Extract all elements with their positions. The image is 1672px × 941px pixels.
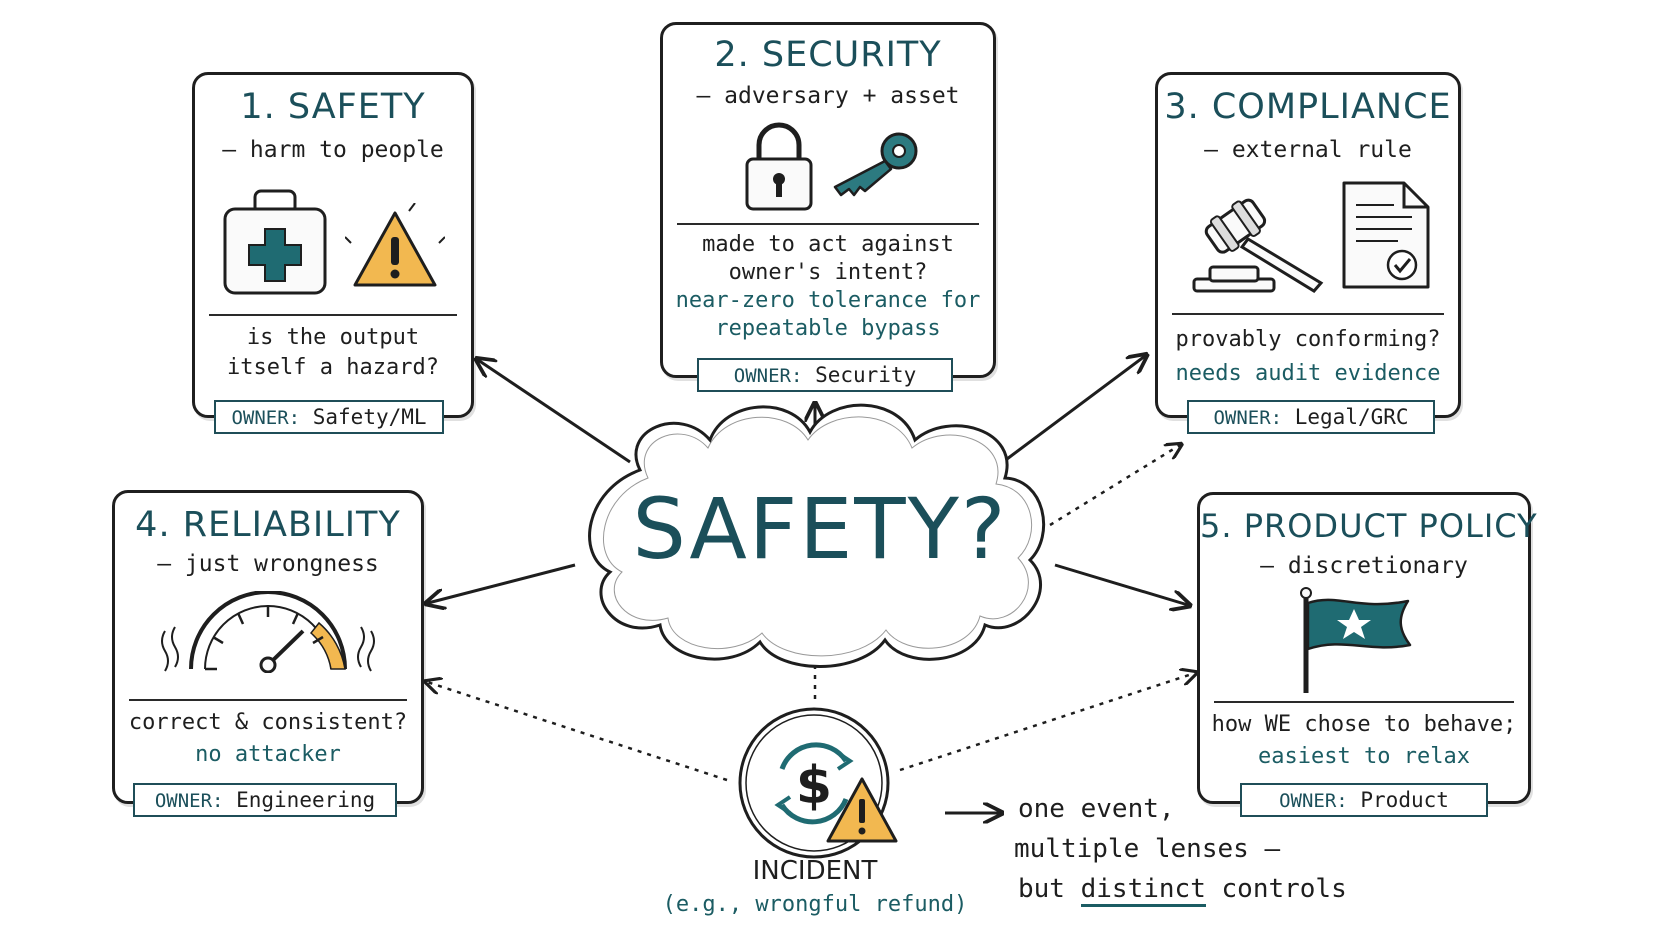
- card-title: 2. SECURITY: [714, 35, 942, 75]
- document-check-icon: [1342, 181, 1430, 289]
- card-divider: [129, 699, 407, 701]
- gavel-icon: [1192, 198, 1324, 293]
- dotted-cloud-compliance: [1049, 445, 1180, 527]
- warning-icon: [345, 203, 445, 287]
- takeaway-line-3: but distinct controls: [1018, 874, 1347, 907]
- card-title: 1. SAFETY: [240, 87, 426, 127]
- warning-icon: [826, 777, 898, 843]
- card-subtitle: — adversary + asset: [696, 83, 960, 109]
- card-product-policy: 5. PRODUCT POLICY — discretionary how WE…: [1197, 492, 1538, 804]
- owner-badge-reliability: OWNER: Engineering: [133, 783, 397, 817]
- arrow-to-product-policy: [1054, 563, 1188, 605]
- card-title: 5. PRODUCT POLICY: [1200, 507, 1538, 545]
- card-subtitle: — discretionary: [1260, 553, 1468, 579]
- first-aid-kit-icon: [223, 189, 327, 295]
- gauge-icon: [161, 591, 375, 673]
- card-question: is the output itself a hazard?: [227, 325, 439, 380]
- card-subtitle: — harm to people: [222, 137, 444, 163]
- card-divider: [1214, 701, 1514, 703]
- incident-example: (e.g., wrongful refund): [662, 892, 968, 917]
- card-question: provably conforming? needs audit evidenc…: [1175, 327, 1441, 386]
- owner-badge-security: OWNER: Security: [697, 358, 953, 392]
- card-divider: [1172, 313, 1444, 315]
- card-divider: [677, 223, 979, 225]
- key-icon: [833, 132, 918, 197]
- card-question: how WE chose to behave; easiest to relax: [1211, 712, 1517, 769]
- svg-text:$: $: [796, 756, 832, 816]
- dotted-incident-product: [899, 673, 1195, 772]
- center-label: SAFETY?: [632, 480, 1008, 578]
- dollar-cycle-icon: $: [774, 742, 854, 825]
- card-subtitle: — external rule: [1204, 137, 1412, 163]
- incident-icon: $: [738, 707, 898, 859]
- card-question: correct & consistent? no attacker: [128, 710, 408, 767]
- takeaway-line-1: one event,: [1018, 794, 1175, 824]
- card-safety: 1. SAFETY — harm to people is the output…: [192, 72, 474, 418]
- incident-label: INCIDENT: [752, 856, 878, 886]
- arrow-to-safety: [478, 360, 631, 464]
- card-question: made to act against owner's intent? near…: [675, 232, 981, 341]
- card-title: 3. COMPLIANCE: [1164, 87, 1452, 127]
- card-divider: [209, 314, 457, 316]
- arrow-to-compliance: [1002, 356, 1145, 464]
- padlock-icon: [745, 122, 813, 211]
- flag-icon: [1300, 587, 1412, 693]
- card-security: 2. SECURITY — adversary + asset made to …: [660, 22, 996, 378]
- owner-badge-product-policy: OWNER: Product: [1240, 783, 1488, 817]
- arrow-to-reliability: [428, 563, 576, 603]
- card-title: 4. RELIABILITY: [135, 505, 401, 545]
- card-compliance: 3. COMPLIANCE — external rule provably c…: [1155, 72, 1461, 418]
- takeaway-emphasis: distinct: [1080, 874, 1206, 907]
- takeaway-line-2: multiple lenses —: [1014, 834, 1281, 864]
- owner-badge-safety: OWNER: Safety/ML: [214, 400, 444, 434]
- card-subtitle: — just wrongness: [157, 551, 379, 577]
- dotted-incident-reliability: [427, 682, 728, 782]
- card-reliability: 4. RELIABILITY — just wrongness correct …: [112, 490, 424, 804]
- owner-badge-compliance: OWNER: Legal/GRC: [1187, 400, 1435, 434]
- cloud-shape: [588, 403, 1046, 668]
